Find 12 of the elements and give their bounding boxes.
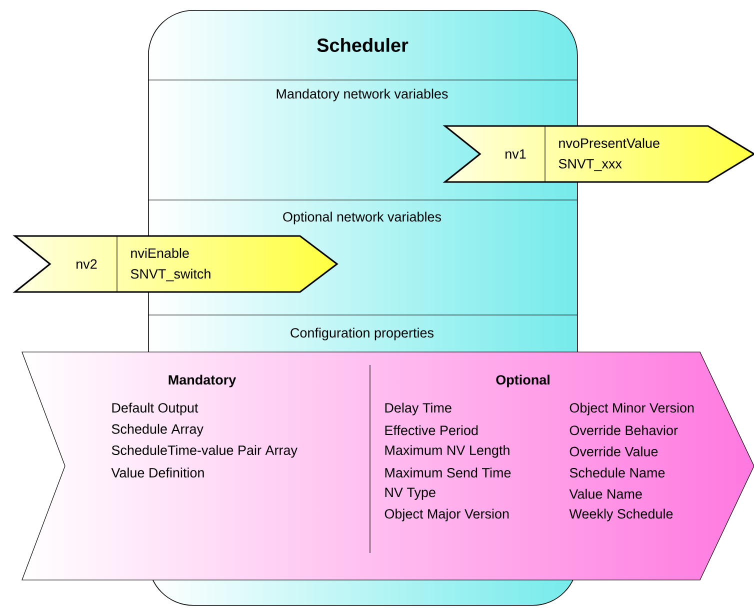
section-label: Mandatory network variables (276, 88, 448, 102)
list-item: Maximum Send Time (385, 468, 511, 478)
list-item: NV Type (385, 488, 436, 500)
list-item: Delay Time (385, 402, 452, 416)
column-heading: Mandatory (168, 374, 236, 388)
section-label: Configuration properties (290, 328, 434, 340)
list-item: Effective Period (385, 425, 478, 436)
list-item: Maximum NV Length (385, 445, 510, 458)
column-heading: Optional (496, 374, 550, 388)
list-item: Object Major Version (384, 508, 509, 522)
configuration-arrow (22, 352, 754, 580)
section-label: Optional network variables (283, 212, 442, 224)
